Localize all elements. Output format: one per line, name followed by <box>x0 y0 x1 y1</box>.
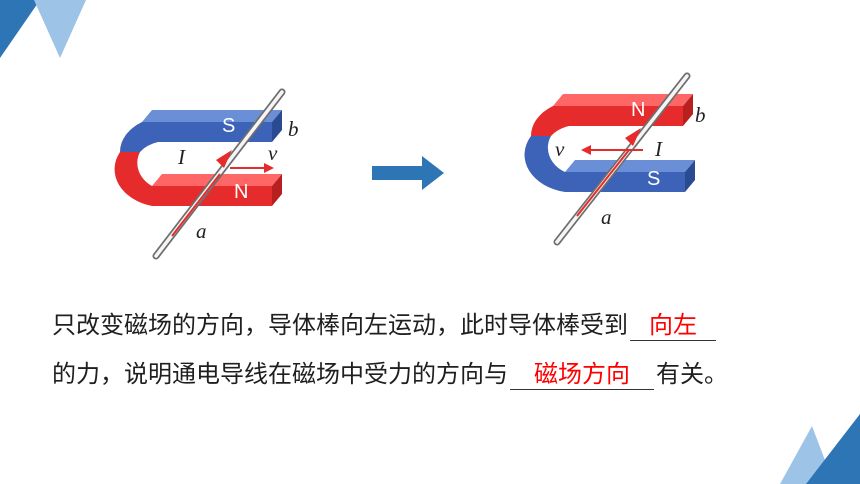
pole-label-bottom: N <box>234 181 248 203</box>
right-magnet-figure: N S I v a b <box>524 72 706 246</box>
line1-text: 只改变磁场的方向，导体棒向左运动，此时导体棒受到 <box>52 311 628 339</box>
line2-prefix: 的力，说明通电导线在磁场中受力的方向与 <box>52 360 508 388</box>
left-magnet-figure: S N I v a b <box>114 88 299 260</box>
answer-blank-2: 磁场方向 <box>510 359 654 390</box>
magnet-top-arm <box>119 110 282 152</box>
rod-end-a-label: a <box>601 205 612 229</box>
rod-end-b-label: b <box>695 103 706 127</box>
current-label: I <box>654 137 663 161</box>
pole-label-top: S <box>222 115 235 137</box>
answer-direction: 向左 <box>649 311 697 339</box>
conductor-rod <box>152 88 286 260</box>
pole-label-bottom: S <box>647 168 660 190</box>
bottom-right-corner-decoration <box>780 414 860 484</box>
rod-current-segment <box>171 173 221 237</box>
conductor-rod <box>553 72 691 246</box>
corner-triangle-light <box>34 0 86 58</box>
right-arrow-icon <box>372 156 444 190</box>
rod-current-segment <box>576 149 630 217</box>
sentence-line-2: 的力，说明通电导线在磁场中受力的方向与磁场方向有关。 <box>52 357 728 391</box>
current-label: I <box>177 145 186 169</box>
velocity-label: v <box>555 137 565 161</box>
answer-field-direction: 磁场方向 <box>534 360 630 388</box>
corner-triangle-dark <box>0 0 40 58</box>
line2-suffix: 有关。 <box>656 360 728 388</box>
rod-end-b-label: b <box>288 117 299 141</box>
rod-end-a-label: a <box>196 219 207 243</box>
velocity-arrow-icon <box>581 145 643 155</box>
magnet-bottom-arm <box>524 136 695 192</box>
magnet-top-arm <box>530 94 693 136</box>
velocity-arrow-icon <box>230 163 274 173</box>
answer-blank-1: 向左 <box>630 310 716 341</box>
current-arrow-icon <box>216 150 232 168</box>
top-left-corner-decoration <box>0 0 86 58</box>
current-arrow-icon <box>625 128 641 146</box>
pole-label-top: N <box>631 99 645 121</box>
velocity-label: v <box>268 141 278 165</box>
sentence-line-1: 只改变磁场的方向，导体棒向左运动，此时导体棒受到向左 <box>52 308 716 342</box>
corner-triangle-dark <box>806 414 860 484</box>
